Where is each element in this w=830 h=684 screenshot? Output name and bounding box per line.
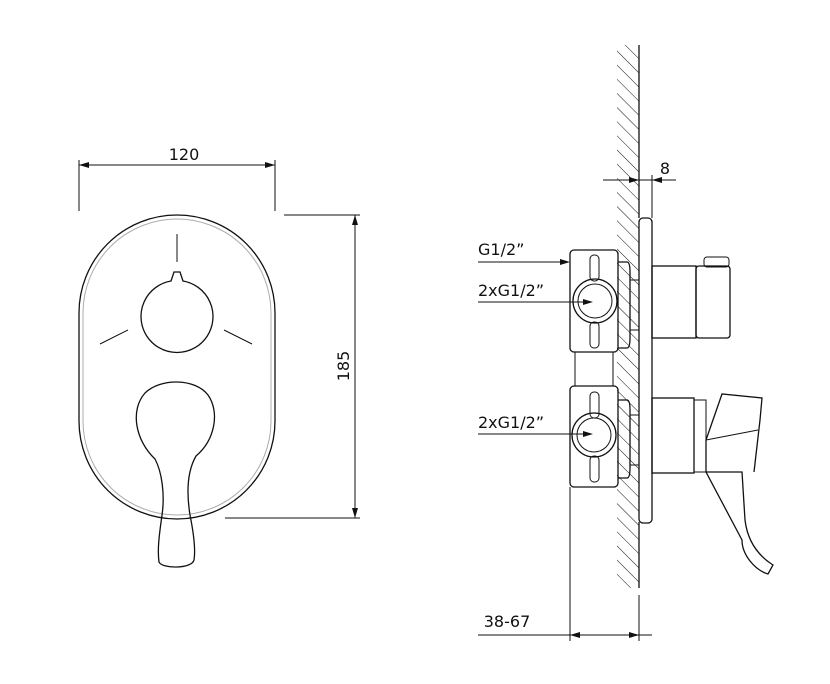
lever-side [651,393,774,575]
outlet-top-label: 2xG1/2” [478,281,544,300]
outlet-bottom-label: 2xG1/2” [478,413,544,432]
width-dimension: 120 [78,145,276,211]
plate-thickness-label: 8 [660,159,670,178]
diverter-knob [99,234,253,354]
inlet-label: G1/2” [478,240,524,259]
valve-body [569,249,639,488]
height-label: 185 [334,351,353,382]
outlet-bottom-leader: 2xG1/2” [478,413,593,437]
cover-plate-edge [82,218,272,516]
cover-plate [78,214,276,520]
depth-dimension: 38-67 [478,487,652,641]
wall-hatching [617,45,640,588]
width-label: 120 [169,145,200,164]
height-dimension: 185 [225,214,360,519]
plate-thickness-dimension: 8 [603,159,676,218]
lever-handle [135,381,216,568]
outlet-top-leader: 2xG1/2” [478,281,593,305]
depth-label: 38-67 [484,612,531,631]
side-view: 8 [478,45,774,641]
cover-plate-side [638,217,653,524]
diverter-side [651,256,731,339]
inlet-leader: G1/2” [478,240,570,265]
front-view: 120 185 [78,145,360,568]
